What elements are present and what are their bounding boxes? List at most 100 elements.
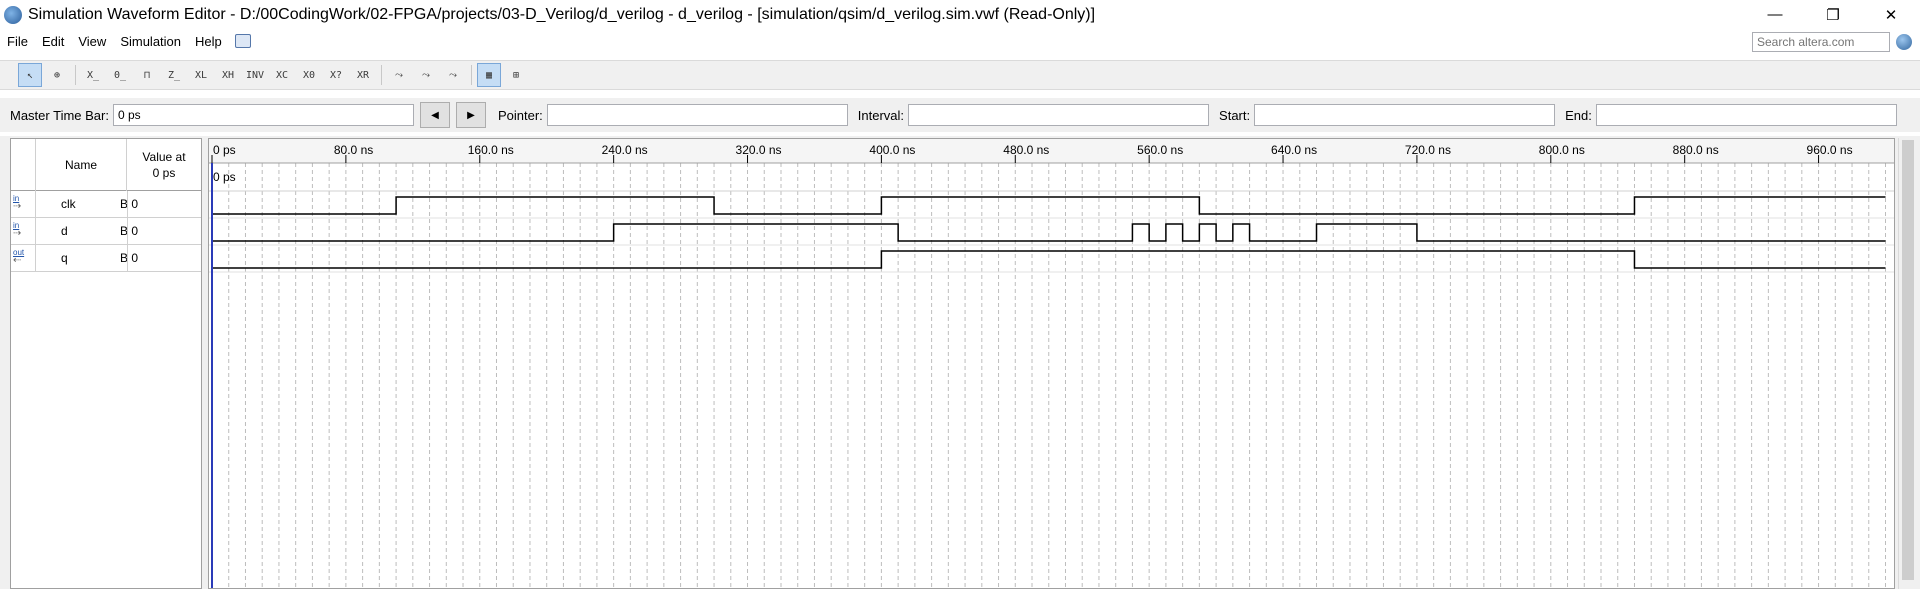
pointer-label: Pointer: (497, 107, 543, 123)
column-divider (35, 191, 36, 272)
value-header-line1: Value at (142, 150, 186, 164)
snap-to-grid-button[interactable]: ▦ (477, 63, 501, 87)
signal-name: clk (61, 197, 76, 211)
toolbar-separator (75, 65, 76, 85)
grid-lines (209, 163, 1894, 588)
waveform-main-area: Name Value at 0 ps in⇢ clk B 0 in⇢ d B 0… (0, 136, 1920, 589)
tick-label: 720.0 ns (1405, 143, 1451, 157)
input-pin-icon: in⇢ (13, 194, 22, 212)
menu-bar: File Edit View Simulation Help (0, 29, 1920, 53)
name-column-header[interactable]: Name (35, 139, 127, 191)
tick-label: 880.0 ns (1673, 143, 1719, 157)
signal-list-header: Name Value at 0 ps (11, 139, 201, 191)
count-value-button[interactable]: XC (275, 69, 289, 81)
waveform-clk (212, 196, 1886, 215)
tick-label: 400.0 ns (869, 143, 915, 157)
tick-label: 160.0 ns (468, 143, 514, 157)
pointer-input[interactable] (546, 104, 848, 126)
signal-row-clk[interactable]: in⇢ clk B 0 (11, 191, 201, 218)
signal-name: q (61, 251, 68, 265)
signal-name: d (61, 224, 68, 238)
tick-label: 960.0 ns (1807, 143, 1853, 157)
globe-icon[interactable] (1896, 34, 1912, 50)
signal-value: B 0 (120, 224, 139, 238)
waveform-toolbar: ↖ ⊕ X̲ 0̲ ⊓ Z̲ XL XH INV XC X0 X? XR ⤳ ⤳… (0, 60, 1920, 90)
grid-settings-button[interactable]: ⊞ (512, 69, 520, 81)
restore-button[interactable]: ❐ (1826, 6, 1840, 24)
waveform-q (212, 250, 1886, 269)
value-header-line2: 0 ps (152, 166, 176, 180)
arrow-right-icon: ▶ (467, 109, 475, 121)
menu-edit[interactable]: Edit (41, 33, 65, 49)
end-input[interactable] (1595, 104, 1897, 126)
value-column-header[interactable]: Value at 0 ps (127, 139, 201, 191)
input-pin-icon: in⇢ (13, 221, 22, 239)
snap-transition-button[interactable]: ⤳ (395, 69, 403, 81)
tick-label: 320.0 ns (736, 143, 782, 157)
comment-icon[interactable] (234, 34, 251, 48)
signal-value: B 0 (120, 197, 139, 211)
close-button[interactable]: ✕ (1884, 6, 1898, 24)
cursor-time-label: 0 ps (213, 170, 236, 184)
interval-label: Interval: (857, 107, 905, 123)
tick-label: 0 ps (213, 143, 236, 157)
toolbar-separator (381, 65, 382, 85)
tick-label: 240.0 ns (602, 143, 648, 157)
window-controls: — ❐ ✕ (1746, 0, 1920, 29)
weak-high-button[interactable]: XH (221, 69, 235, 81)
interval-input[interactable] (908, 104, 1210, 126)
menu-simulation[interactable]: Simulation (120, 33, 182, 49)
signal-list-panel: Name Value at 0 ps in⇢ clk B 0 in⇢ d B 0… (10, 138, 202, 589)
random-value-button[interactable]: XR (356, 69, 370, 81)
window-title: Simulation Waveform Editor - D:/00Coding… (28, 5, 1096, 23)
toolbar-separator (471, 65, 472, 85)
waveform-canvas[interactable]: 0 ps 80.0 ns 160.0 ns 240.0 ns 320.0 ns 400.0… (209, 139, 1895, 589)
signal-waveforms (212, 196, 1886, 269)
title-bar: Simulation Waveform Editor - D:/00Coding… (0, 0, 1920, 29)
ruler-background (209, 139, 1894, 163)
arbitrary-value-button[interactable]: X? (329, 69, 343, 81)
menu-help[interactable]: Help (195, 33, 222, 49)
minimize-button[interactable]: — (1767, 6, 1783, 23)
menu-view[interactable]: View (78, 33, 107, 49)
tick-label: 800.0 ns (1539, 143, 1585, 157)
tick-label: 80.0 ns (334, 143, 373, 157)
overwrite-clock-button[interactable]: X0 (302, 69, 316, 81)
signal-row-q[interactable]: out⇠ q B 0 (11, 245, 201, 272)
tick-label: 480.0 ns (1003, 143, 1049, 157)
selection-tool-button[interactable]: ↖ (18, 63, 42, 87)
time-ruler: 0 ps 80.0 ns 160.0 ns 240.0 ns 320.0 ns 400.0… (209, 139, 1894, 192)
output-pin-icon: out⇠ (13, 248, 25, 266)
signal-value: B 0 (120, 251, 139, 265)
start-input[interactable] (1254, 104, 1556, 126)
force-low-button[interactable]: 0̲ (113, 69, 127, 81)
end-label: End: (1565, 107, 1592, 123)
master-time-bar-label: Master Time Bar: (10, 107, 109, 123)
menu-file[interactable]: File (7, 33, 28, 49)
arrow-left-icon: ◀ (431, 109, 439, 121)
waveform-d (212, 223, 1886, 242)
column-divider (127, 191, 128, 272)
prev-transition-nav-button[interactable]: ◀ (419, 102, 450, 128)
time-bar-row: Master Time Bar: ◀ ▶ Pointer: Interval: … (0, 98, 1920, 132)
force-high-button[interactable]: ⊓ (143, 69, 151, 81)
force-unknown-button[interactable]: X̲ (86, 69, 100, 81)
master-time-bar-input[interactable] (112, 104, 414, 126)
app-icon (4, 5, 22, 24)
start-label: Start: (1219, 107, 1251, 123)
high-impedance-button[interactable]: Z̲ (167, 69, 181, 81)
signal-row-d[interactable]: in⇢ d B 0 (11, 218, 201, 245)
invert-button[interactable]: INV (245, 69, 265, 81)
scrollbar-thumb[interactable] (1902, 140, 1914, 580)
tick-label: 640.0 ns (1271, 143, 1317, 157)
tick-label: 560.0 ns (1137, 143, 1183, 157)
next-transition-nav-button[interactable]: ▶ (455, 102, 486, 128)
vertical-scrollbar[interactable] (1898, 138, 1916, 589)
search-input[interactable] (1752, 32, 1890, 52)
prev-transition-button[interactable]: ⤳ (449, 69, 457, 81)
weak-low-button[interactable]: XL (194, 69, 208, 81)
zoom-tool-button[interactable]: ⊕ (53, 69, 61, 81)
master-time-cursor[interactable]: 0 ps (211, 163, 236, 589)
waveform-panel[interactable]: 0 ps 80.0 ns 160.0 ns 240.0 ns 320.0 ns 400.0… (208, 138, 1895, 589)
next-transition-button[interactable]: ⤳ (422, 69, 430, 81)
